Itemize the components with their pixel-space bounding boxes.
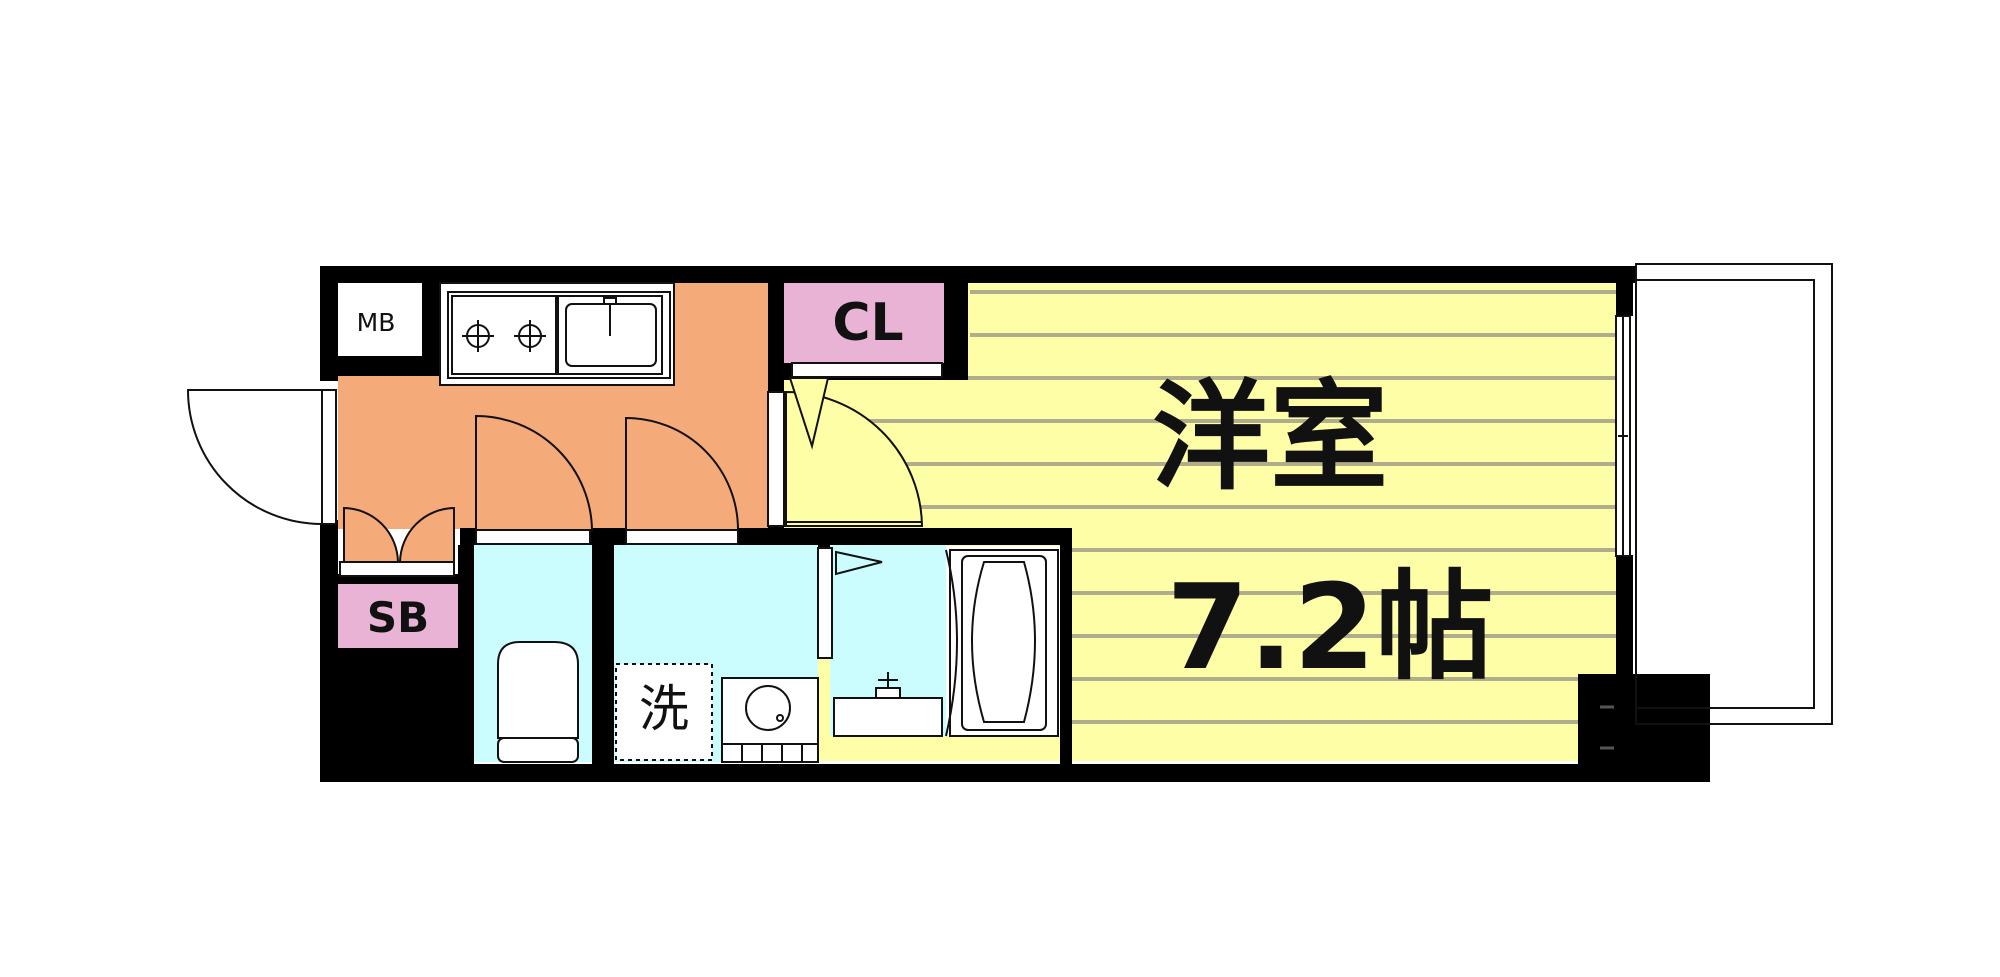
entrance-door: [186, 389, 337, 526]
closet: [784, 283, 952, 363]
walls: [320, 266, 1710, 782]
bath-sink-icon: [833, 672, 943, 737]
meter-box: [338, 283, 422, 356]
shoe-box: [338, 584, 458, 648]
western-room-name: 洋室: [1152, 368, 1388, 506]
closet-door: [788, 362, 943, 450]
toilet-door: [475, 414, 594, 545]
balcony-window: [1615, 315, 1631, 557]
western-room-size: 7.2帖: [1166, 558, 1493, 696]
balcony: [1635, 263, 1833, 725]
floor-lines: [790, 290, 1616, 724]
toilet-icon: [497, 641, 579, 763]
bathtub-icon: [945, 549, 1059, 737]
wall-ticks: [1600, 705, 1614, 750]
closet-label: CL: [832, 293, 903, 353]
room-door: [767, 390, 924, 527]
kitchen-counter: [439, 282, 675, 386]
shoe-box-label: SB: [367, 593, 429, 642]
washer-space: [615, 663, 713, 761]
bath-door: [817, 547, 883, 659]
stove-burners-icon: [462, 320, 546, 352]
washroom-door: [625, 416, 740, 545]
meter-box-label: MB: [357, 308, 396, 337]
washer-label: 洗: [639, 680, 689, 738]
shoe-box-doors: [339, 506, 455, 577]
wash-basin-icon: [721, 677, 819, 763]
